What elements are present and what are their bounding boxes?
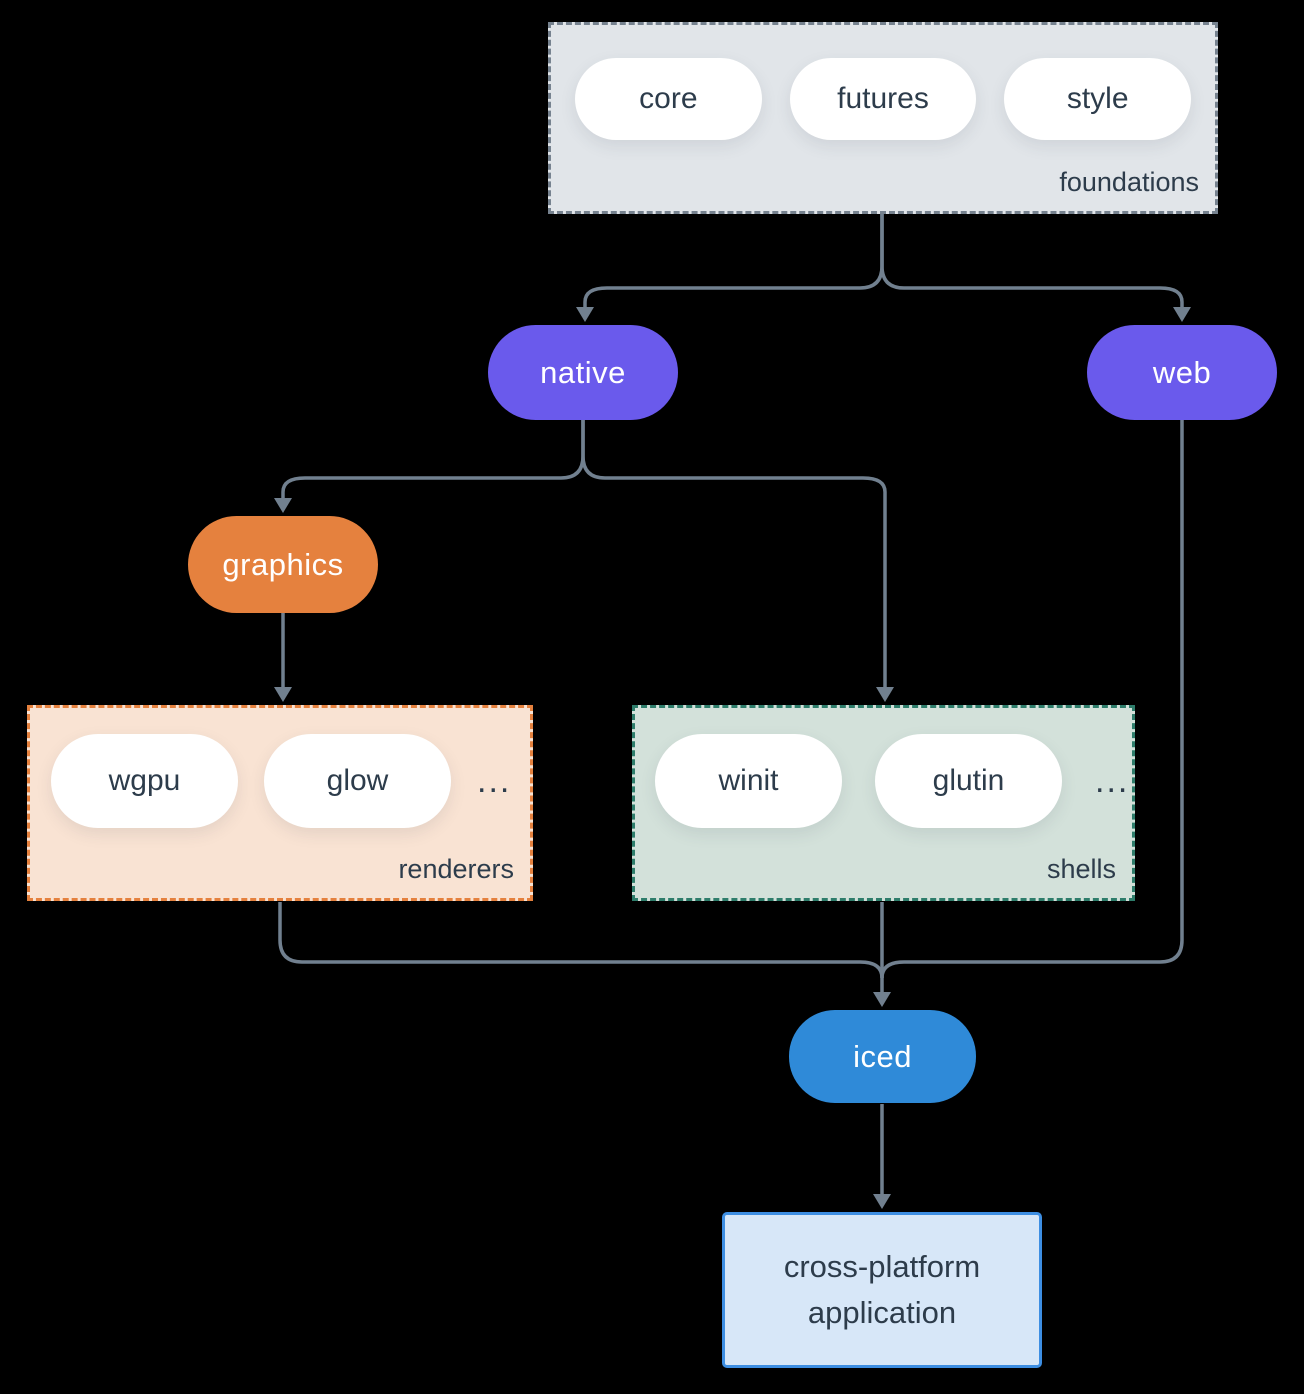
shells-group-label: shells (1046, 854, 1116, 884)
foundations-group-label: foundations (1059, 167, 1199, 197)
node-web: web (1087, 325, 1277, 420)
arrow-foundations-to-web (880, 214, 1184, 308)
arrow-foundations-to-native (583, 214, 884, 308)
app-label-line2: application (807, 1295, 957, 1330)
shells-ellipsis: ... (1095, 761, 1130, 800)
foundations-group: core futures style foundations (548, 22, 1218, 214)
renderers-ellipsis: ... (477, 761, 512, 800)
shells-group: winit glutin ... shells (632, 705, 1135, 901)
node-graphics-label: graphics (222, 546, 344, 582)
app-label-line1: cross-platform (783, 1249, 981, 1284)
node-graphics: graphics (188, 516, 378, 613)
renderers-group-label: renderers (398, 854, 514, 884)
node-core: core (575, 58, 762, 140)
node-style: style (1004, 58, 1192, 140)
node-futures-label: futures (837, 82, 929, 115)
node-web-label: web (1152, 354, 1212, 390)
node-iced: iced (789, 1010, 976, 1103)
node-native: native (488, 325, 678, 420)
node-wgpu: wgpu (51, 734, 238, 828)
arrow-web-to-iced (880, 420, 1184, 979)
node-wgpu-label: wgpu (108, 764, 181, 797)
node-glow-label: glow (326, 764, 389, 797)
arrow-native-to-graphics (281, 420, 585, 499)
foundations-pill-row: core futures style (551, 25, 1215, 140)
renderers-pill-row: wgpu glow ... (30, 708, 530, 828)
shells-pill-row: winit glutin ... (635, 708, 1132, 828)
node-glutin-label: glutin (932, 764, 1005, 797)
arrowheads (274, 307, 1191, 1209)
node-style-label: style (1066, 82, 1129, 115)
node-native-label: native (540, 354, 626, 390)
cross-platform-application-box: cross-platform application (722, 1212, 1042, 1368)
node-iced-label: iced (853, 1038, 912, 1074)
renderers-group: wgpu glow ... renderers (27, 705, 533, 901)
arrow-renderers-to-iced (278, 902, 884, 979)
node-glow: glow (264, 734, 451, 828)
node-glutin: glutin (875, 734, 1062, 828)
node-core-label: core (639, 82, 698, 115)
node-winit: winit (655, 734, 842, 828)
node-futures: futures (789, 58, 977, 140)
node-winit-label: winit (718, 764, 779, 797)
arrow-native-to-shells (581, 420, 887, 688)
